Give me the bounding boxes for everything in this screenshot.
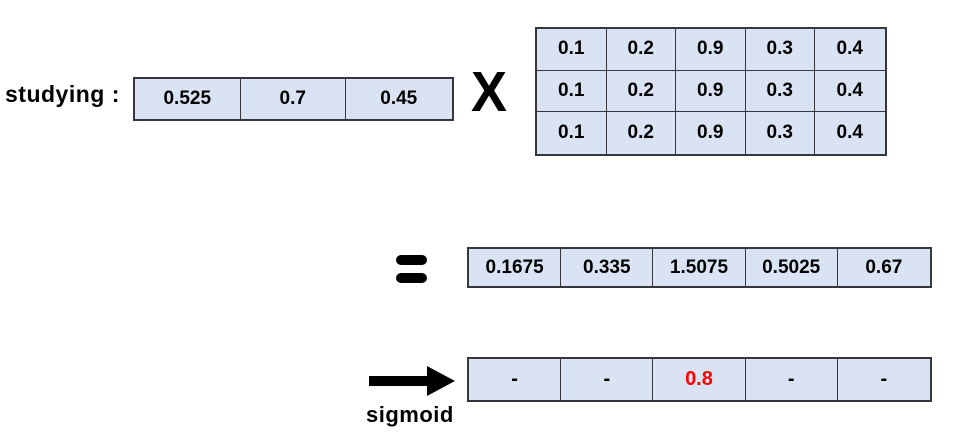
sigmoid-label: sigmoid [366, 402, 454, 427]
matrix-cell: 0.1 [537, 112, 607, 154]
input-vector-cell: 0.45 [346, 79, 452, 119]
matrix-cell: 0.3 [745, 70, 815, 112]
result-vector: 0.1675 0.335 1.5075 0.5025 0.67 [467, 247, 932, 288]
matrix-cell: 0.9 [676, 70, 746, 112]
matrix-cell: 0.2 [606, 112, 676, 154]
matrix-cell: 0.2 [606, 70, 676, 112]
matrix-cell: 0.1 [537, 29, 607, 71]
sigmoid-output-cell: - [469, 359, 562, 400]
sigmoid-output-cell: - [745, 359, 838, 400]
matrix-cell: 0.4 [815, 112, 885, 154]
equals-sign [396, 255, 427, 291]
equals-bar-top [396, 255, 427, 265]
matrix-cell: 0.2 [606, 29, 676, 71]
matrix-cell: 0.3 [745, 112, 815, 154]
sigmoid-arrow-icon [369, 366, 455, 396]
weight-matrix: 0.1 0.2 0.9 0.3 0.4 0.1 0.2 0.9 0.3 0.4 … [535, 27, 887, 156]
matrix-cell: 0.3 [745, 29, 815, 71]
input-vector-cell: 0.525 [135, 79, 241, 119]
matrix-cell: 0.1 [537, 70, 607, 112]
matrix-cell: 0.9 [676, 112, 746, 154]
sigmoid-output-vector: - - 0.8 - - [467, 357, 932, 402]
sigmoid-output-cell-highlighted: 0.8 [653, 359, 746, 400]
result-vector-cell: 0.5025 [745, 249, 838, 286]
matrix-cell: 0.9 [676, 29, 746, 71]
result-vector-cell: 0.1675 [469, 249, 562, 286]
input-vector: 0.525 0.7 0.45 [133, 77, 454, 121]
result-vector-cell: 1.5075 [653, 249, 746, 286]
matrix-cell: 0.4 [815, 29, 885, 71]
input-vector-cell: 0.7 [240, 79, 346, 119]
sigmoid-output-cell: - [561, 359, 654, 400]
multiply-sign: X [471, 60, 508, 124]
result-vector-cell: 0.335 [561, 249, 654, 286]
input-label: studying : [5, 81, 120, 107]
result-vector-cell: 0.67 [837, 249, 930, 286]
equals-bar-bottom [396, 273, 427, 283]
matrix-cell: 0.4 [815, 70, 885, 112]
sigmoid-output-cell: - [837, 359, 930, 400]
